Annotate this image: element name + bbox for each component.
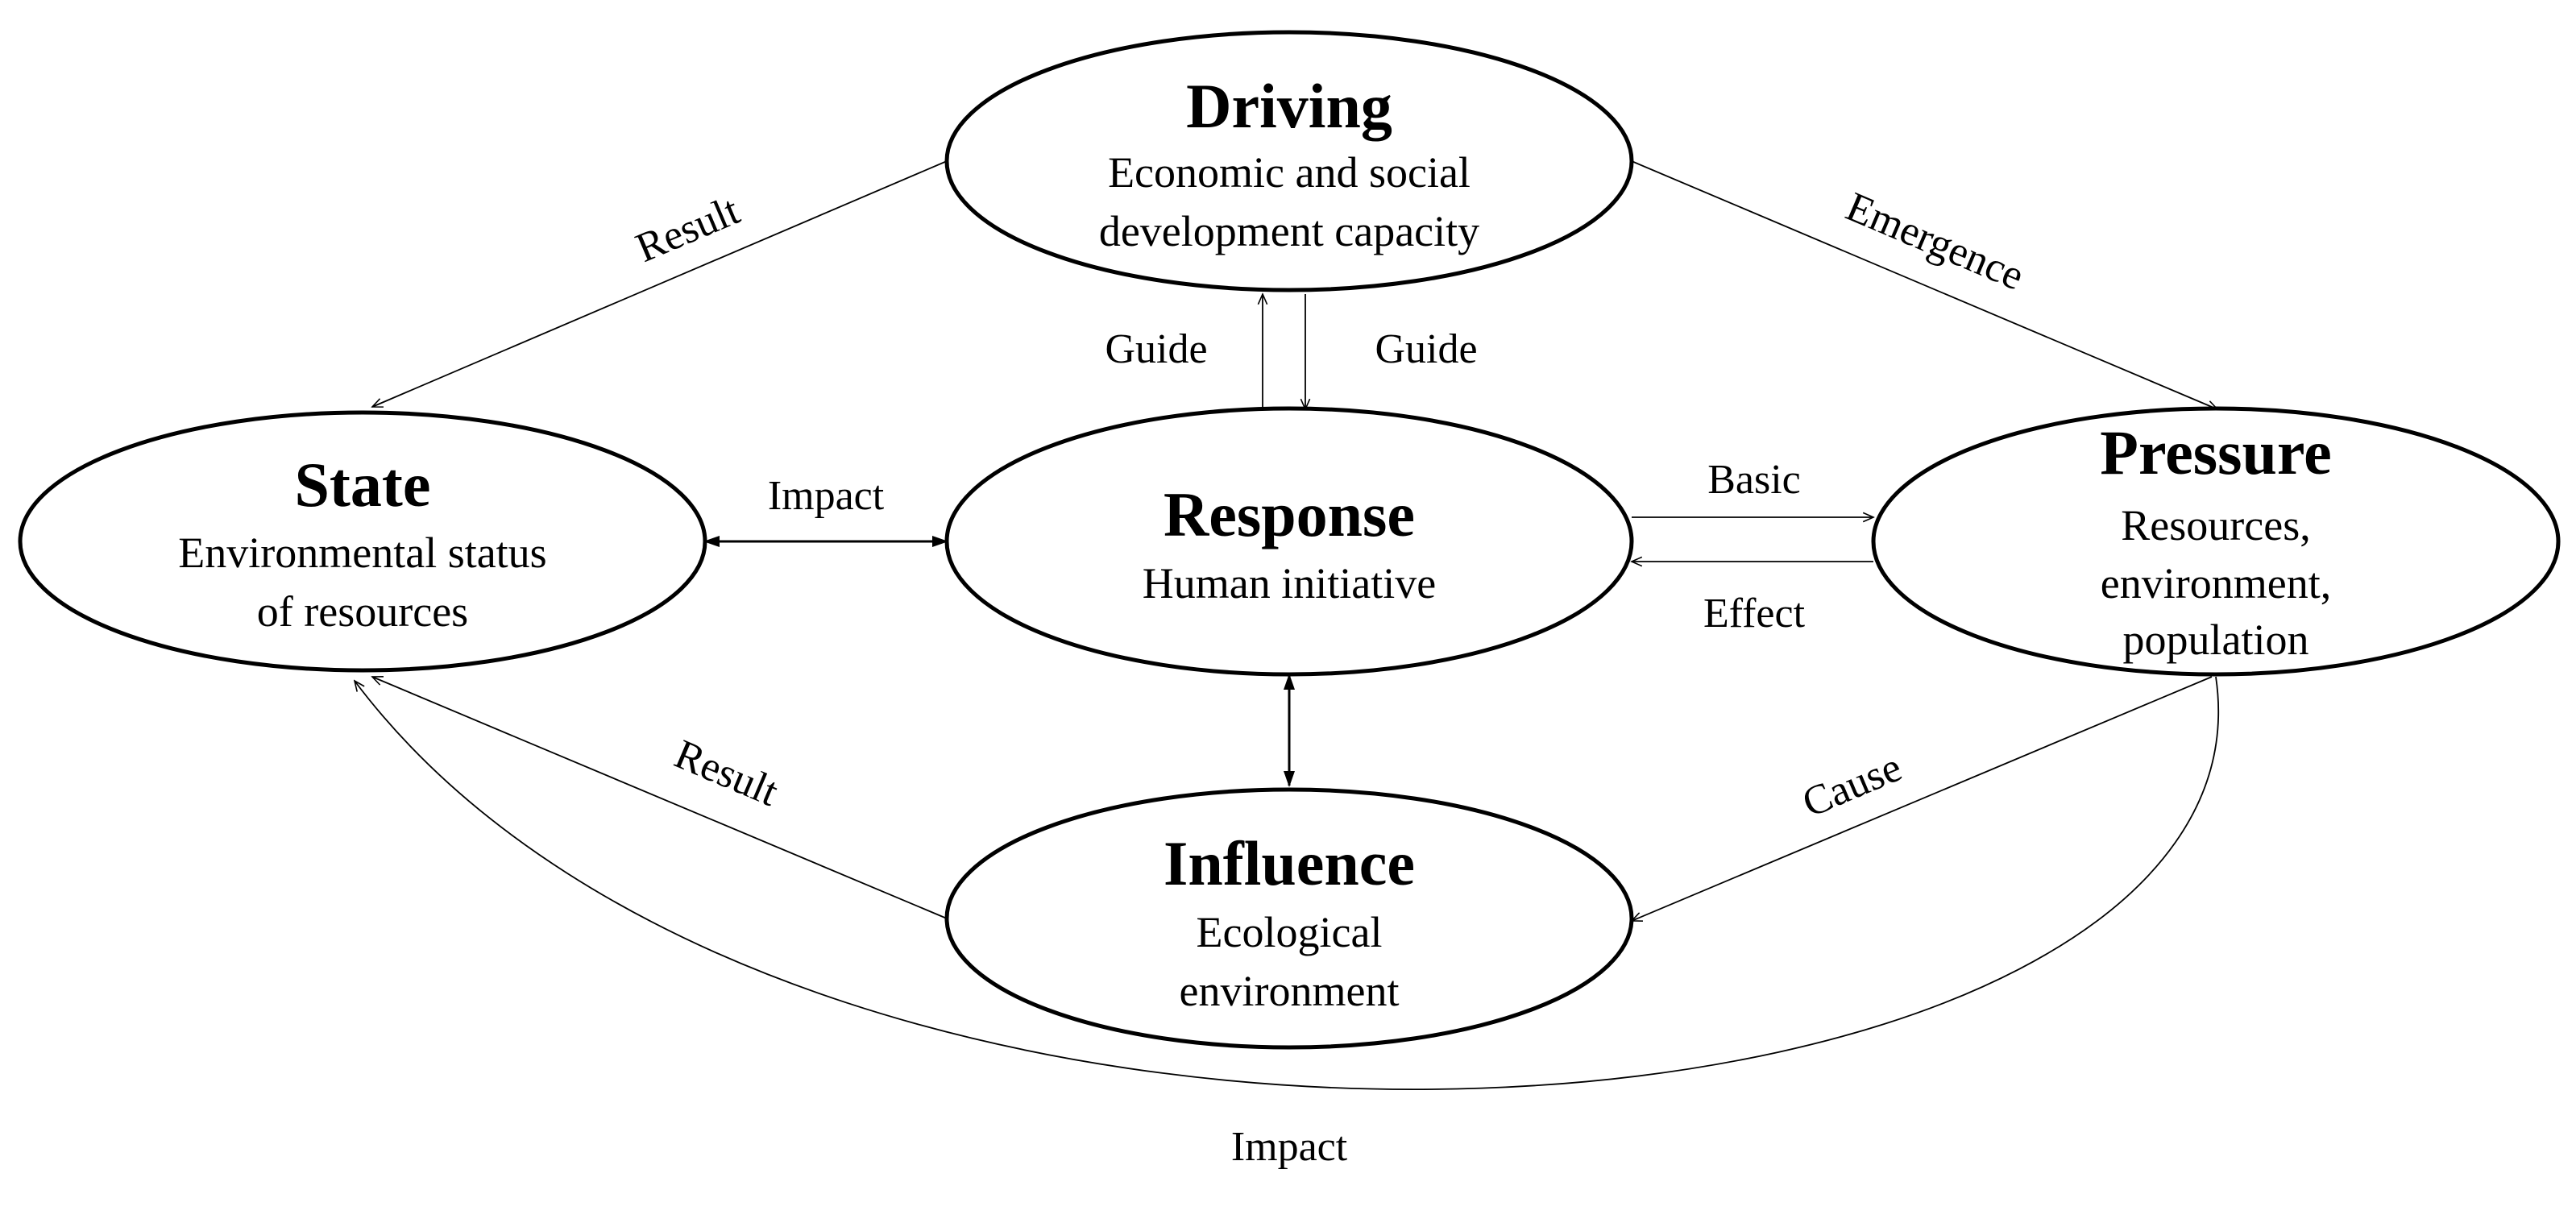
node-influence-title: Influence (1164, 828, 1415, 898)
node-influence-line-2: environment (1180, 967, 1400, 1015)
node-influence-line-1: Ecological (1197, 908, 1383, 956)
label-influence-to-state: Result (668, 732, 785, 816)
edge-driving-to-state (372, 160, 948, 407)
label-driving-to-state: Result (629, 187, 746, 272)
edge-pressure-to-influence (1632, 676, 2213, 921)
label-state-response: Impact (768, 473, 885, 519)
label-pressure-to-response: Effect (1703, 591, 1806, 636)
node-pressure-line-1: Resources, (2121, 501, 2310, 549)
edge-pressure-to-state-arc (355, 676, 2219, 1090)
label-response-to-pressure: Basic (1707, 457, 1801, 503)
node-state-line-2: of resources (257, 587, 468, 636)
node-influence: Influence Ecological environment (944, 787, 1634, 1050)
edge-influence-to-state (372, 677, 948, 919)
node-response-title: Response (1164, 479, 1415, 549)
node-driving-line-1: Economic and social (1108, 148, 1471, 197)
edge-driving-to-pressure (1631, 160, 2217, 409)
node-pressure-line-2: environment, (2101, 559, 2331, 607)
label-response-to-driving: Guide (1105, 326, 1207, 372)
node-pressure-line-3: population (2123, 616, 2309, 664)
label-driving-to-pressure: Emergence (1840, 184, 2031, 299)
label-driving-to-response: Guide (1375, 326, 1477, 372)
node-state: State Environmental status of resources (18, 410, 707, 673)
node-pressure-title: Pressure (2100, 417, 2331, 487)
node-response: Response Human initiative (944, 406, 1634, 677)
node-driving-title: Driving (1186, 71, 1392, 141)
node-state-line-1: Environmental status (178, 529, 546, 577)
node-driving-line-2: development capacity (1099, 207, 1479, 255)
node-pressure: Pressure Resources, environment, populat… (1871, 406, 2561, 677)
label-pressure-to-influence: Cause (1796, 744, 1908, 827)
node-driving: Driving Economic and social development … (944, 30, 1634, 292)
node-state-title: State (295, 450, 431, 520)
label-pressure-to-state-arc: Impact (1231, 1124, 1348, 1170)
node-response-line-1: Human initiative (1143, 559, 1436, 607)
